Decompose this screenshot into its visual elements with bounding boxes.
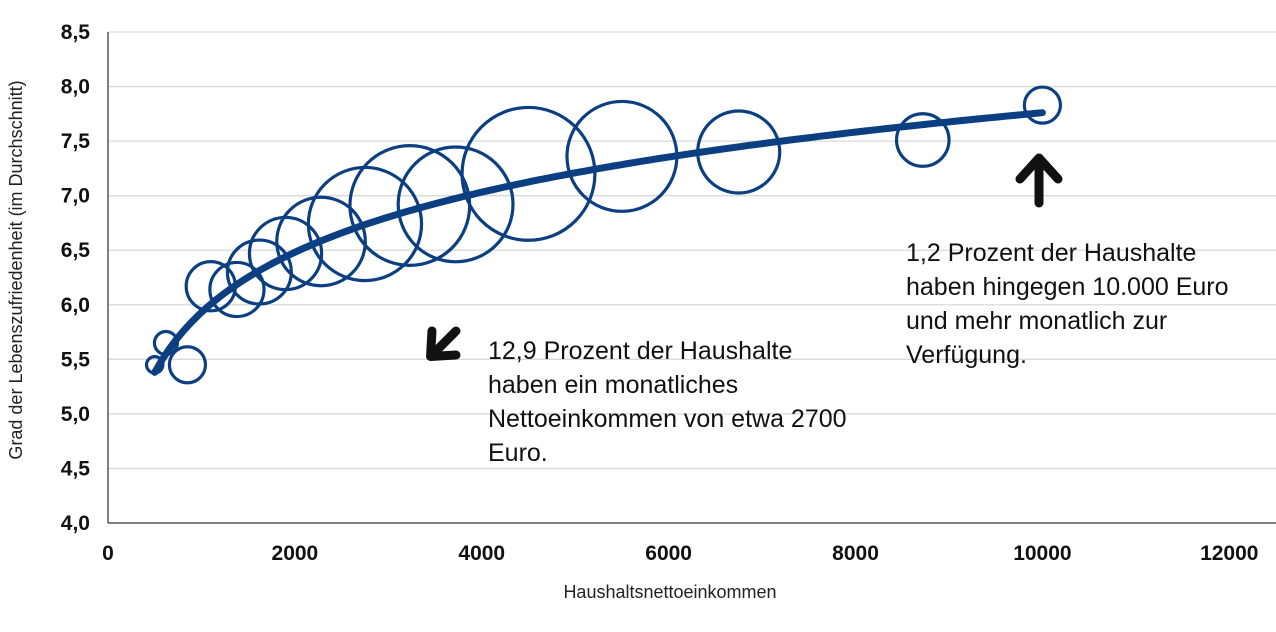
y-tick-label: 5,5 bbox=[61, 348, 91, 371]
y-tick-label: 6,0 bbox=[61, 294, 90, 317]
x-tick-label: 4000 bbox=[458, 542, 505, 565]
x-tick-label: 0 bbox=[102, 542, 114, 565]
y-tick-label: 7,0 bbox=[61, 185, 90, 208]
trend-line bbox=[151, 109, 1046, 376]
y-tick-label: 5,0 bbox=[61, 403, 90, 426]
arrow-icon-annotation-1 bbox=[426, 326, 461, 361]
x-axis-title: Haushaltsnettoeinkommen bbox=[563, 582, 776, 602]
y-tick-label: 8,0 bbox=[61, 76, 90, 99]
bubble-point bbox=[275, 195, 367, 288]
tick-labels: 4,0 4,5 5,0 5,5 6,0 6,5 7,0 7,5 8,0 8,5 0 2000 4000 6… bbox=[61, 21, 1259, 565]
bubble-point bbox=[1022, 85, 1063, 125]
bubble-point bbox=[460, 105, 597, 242]
trendline bbox=[151, 109, 1046, 376]
y-tick-label: 6,5 bbox=[61, 239, 91, 262]
x-tick-label: 2000 bbox=[272, 542, 319, 565]
bubble-point bbox=[167, 345, 208, 385]
x-tick-label: 8000 bbox=[832, 542, 879, 565]
annotation-arrows bbox=[426, 153, 1063, 361]
bubble-point bbox=[348, 144, 472, 267]
axes bbox=[107, 32, 1276, 524]
bubble-point bbox=[396, 145, 515, 264]
x-tick-label: 6000 bbox=[645, 542, 692, 565]
y-tick-label: 7,5 bbox=[61, 130, 91, 153]
annotation-text-1: 12,9 Prozent der Haushalte haben ein mon… bbox=[488, 337, 847, 467]
x-tick-label: 12000 bbox=[1200, 542, 1258, 565]
y-tick-label: 8,5 bbox=[61, 21, 91, 44]
bubble-point bbox=[894, 112, 951, 168]
bubble-point bbox=[208, 260, 266, 319]
annotation-text-2: 1,2 Prozent der Haushalte haben hingegen… bbox=[906, 239, 1229, 369]
y-axis-title: Grad der Lebenszufriedenheit (im Durchsc… bbox=[6, 80, 26, 459]
y-tick-label: 4,5 bbox=[61, 457, 91, 480]
arrow-icon-annotation-2 bbox=[1015, 153, 1063, 208]
bubbles bbox=[144, 85, 1063, 385]
y-tick-label: 4,0 bbox=[61, 512, 90, 535]
bubble-point bbox=[225, 238, 293, 306]
x-tick-label: 10000 bbox=[1013, 542, 1071, 565]
